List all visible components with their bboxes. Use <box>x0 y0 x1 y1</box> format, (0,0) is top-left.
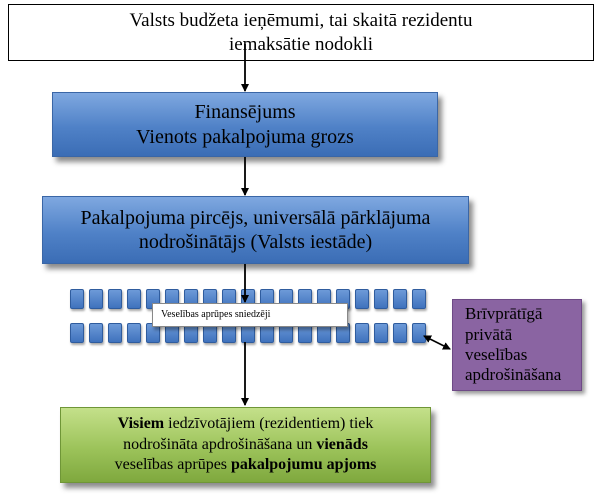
provider-tile-icon <box>412 323 426 343</box>
provider-tile-icon <box>108 289 122 309</box>
source-line-1: Valsts budžeta ieņēmumi, tai skaitā rezi… <box>129 10 473 32</box>
provider-tile-icon <box>70 289 84 309</box>
provider-tile-icon <box>127 289 141 309</box>
provider-tile-icon <box>393 289 407 309</box>
provider-tile-icon <box>374 289 388 309</box>
private-line-4: apdrošināšana <box>465 365 562 385</box>
result-line-1-rest: iedzīvotājiem (rezidentiem) tiek <box>164 414 374 432</box>
provider-tile-icon <box>393 323 407 343</box>
result-bold-volume: pakalpojumu apjoms <box>231 456 377 474</box>
private-line-2: privātā <box>465 324 513 344</box>
provider-tile-icon <box>89 323 103 343</box>
result-bold-equal: vienāds <box>316 435 368 453</box>
result-bold-everyone: Visiem <box>117 414 165 432</box>
providers-label-text: Veselības aprūpes sniedzēji <box>161 308 271 320</box>
healthcare-providers-label: Veselības aprūpes sniedzēji <box>152 303 348 327</box>
result-box: Visiem iedzīvotājiem (rezidentiem) tiek … <box>60 407 431 483</box>
financing-box: Finansējums Vienots pakalpojuma grozs <box>52 92 438 157</box>
result-line-2: nodrošināta apdrošināšana un vienāds <box>123 435 368 456</box>
provider-tile-icon <box>70 323 84 343</box>
financing-line-1: Finansējums <box>194 101 296 124</box>
purchaser-line-1: Pakalpojuma pircējs, universālā pārklāju… <box>80 206 431 229</box>
provider-tile-icon <box>412 289 426 309</box>
arrow-providers-private-double <box>423 335 451 350</box>
service-purchaser-box: Pakalpojuma pircējs, universālā pārklāju… <box>42 196 469 264</box>
provider-tile-icon <box>127 323 141 343</box>
private-line-3: veselības <box>465 345 528 364</box>
private-line-1: Brīvprātīgā <box>465 304 543 324</box>
state-budget-revenue-box: Valsts budžeta ieņēmumi, tai skaitā rezi… <box>8 4 594 61</box>
source-line-2: iemaksātie nodokli <box>228 33 374 55</box>
provider-tile-icon <box>355 323 369 343</box>
provider-tile-icon <box>89 289 103 309</box>
financing-line-2: Vienots pakalpojuma grozs <box>136 125 354 148</box>
purchaser-line-2: nodrošinātājs (Valsts iestāde) <box>138 231 373 253</box>
provider-tile-icon <box>355 289 369 309</box>
result-line-3: veselības aprūpes pakalpojumu apjoms <box>115 455 377 476</box>
provider-tile-icon <box>108 323 122 343</box>
result-line-3-start: veselības aprūpes <box>114 456 232 474</box>
private-insurance-box: Brīvprātīgā privātā veselības apdrošināš… <box>452 299 582 391</box>
result-line-1: Visiem iedzīvotājiem (rezidentiem) tiek <box>118 414 374 435</box>
provider-tile-icon <box>374 323 388 343</box>
result-line-2-start: nodrošināta apdrošināšana un <box>123 435 317 453</box>
